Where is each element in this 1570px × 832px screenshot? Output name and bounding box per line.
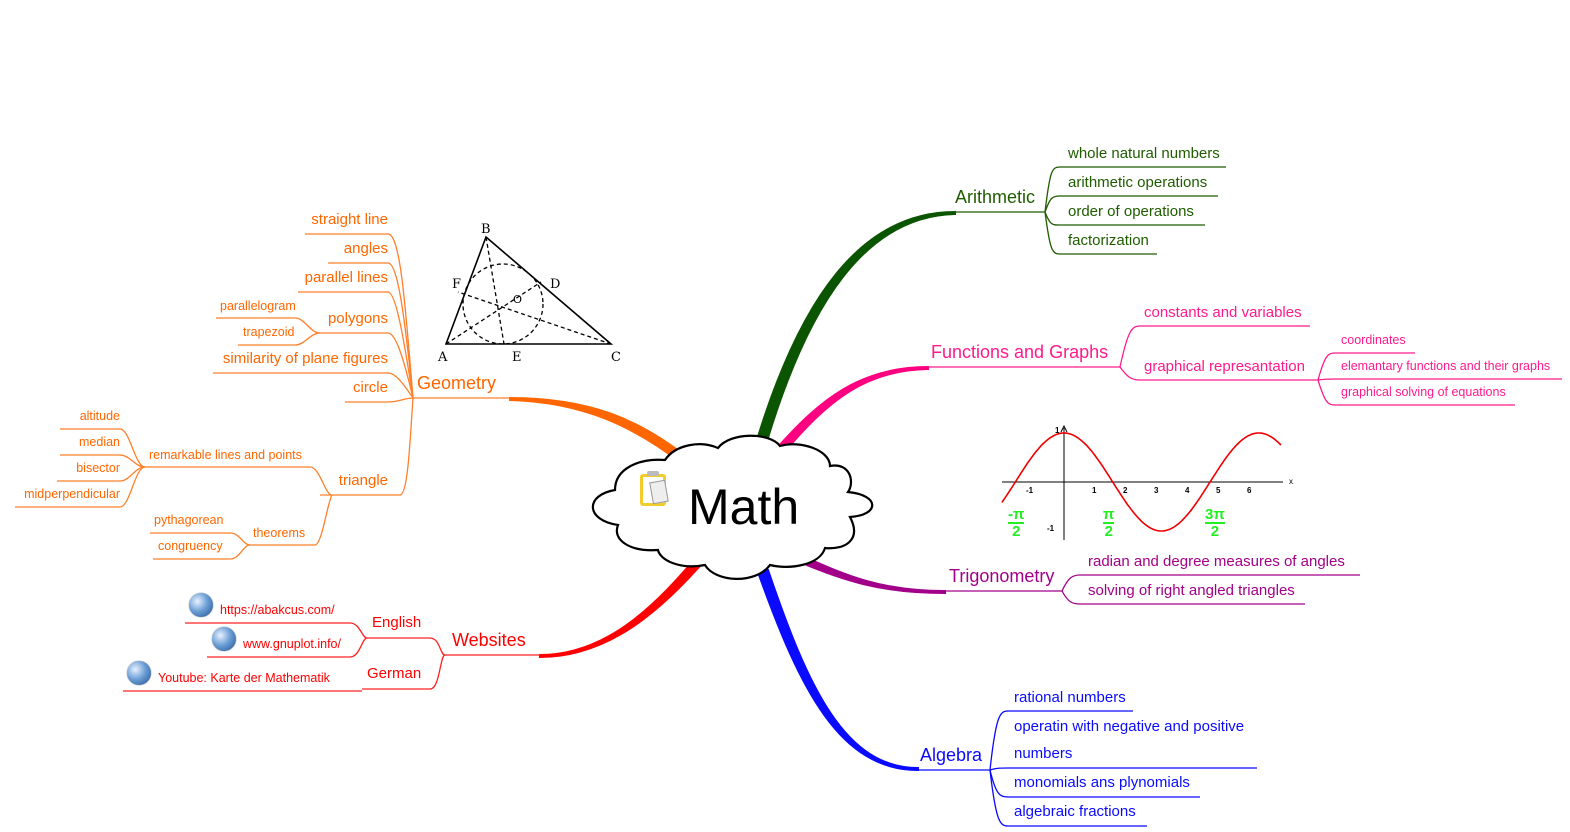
topic-congruency[interactable]: congruency — [158, 539, 223, 553]
topic-arithmetic-operations[interactable]: arithmetic operations — [1068, 174, 1208, 191]
topic-polygons[interactable]: polygons — [327, 310, 388, 327]
topic-coordinates[interactable]: coordinates — [1341, 333, 1406, 347]
branch-arithmetic-label[interactable]: Arithmetic — [955, 187, 1036, 207]
x-tick-label: 2 — [1123, 486, 1128, 495]
topic-trapezoid[interactable]: trapezoid — [243, 325, 295, 339]
link-youtube[interactable]: Youtube: Karte der Mathematik — [158, 671, 330, 685]
branch-geometry — [509, 396, 690, 464]
topic-pythagorean[interactable]: pythagorean — [154, 513, 224, 527]
topic-theorems[interactable]: theorems — [253, 526, 306, 540]
branch-arithmetic — [755, 210, 956, 443]
center-cloud — [591, 434, 874, 580]
topic-bisector[interactable]: bisector — [76, 461, 120, 475]
x-tick-label: -1 — [1026, 486, 1034, 495]
topic-radian-degree[interactable]: radian and degree measures of angles — [1088, 553, 1345, 570]
topic-monomials[interactable]: monomials ans plynomials — [1014, 774, 1190, 791]
topic-parallel-lines[interactable]: parallel lines — [304, 269, 388, 286]
x-axis-label: x — [1289, 477, 1293, 486]
topic-whole-natural-numbers[interactable]: whole natural numbers — [1068, 145, 1220, 162]
branch-algebra-label[interactable]: Algebra — [920, 745, 983, 765]
branch-trigonometry-label[interactable]: Trigonometry — [949, 566, 1055, 586]
point-label-d: D — [550, 277, 561, 292]
topic-rational-numbers[interactable]: rational numbers — [1014, 689, 1126, 706]
topic-negative-positive-cont[interactable]: numbers — [1014, 745, 1073, 762]
trigonometry-connectors — [945, 574, 1360, 605]
topic-straight-line[interactable]: straight line — [311, 211, 388, 228]
topic-angles[interactable]: angles — [343, 240, 388, 257]
sine-graph — [1001, 424, 1283, 540]
topic-remarkable-lines[interactable]: remarkable lines and points — [149, 448, 302, 462]
topic-order-of-operations[interactable]: order of operations — [1068, 203, 1194, 220]
algebra-connectors — [918, 710, 1257, 827]
geometry-connectors — [15, 233, 510, 560]
vertex-label-c: C — [611, 350, 621, 365]
topic-right-angled-triangles[interactable]: solving of right angled triangles — [1088, 582, 1295, 599]
branch-geometry-label[interactable]: Geometry — [417, 373, 497, 393]
topic-triangle[interactable]: triangle — [338, 472, 388, 489]
websites-connectors — [123, 622, 540, 692]
x-tick-label: 4 — [1185, 486, 1190, 495]
branch-websites — [539, 551, 709, 659]
topic-circle[interactable]: circle — [352, 379, 388, 396]
topic-factorization[interactable]: factorization — [1068, 232, 1149, 249]
central-topic-math[interactable]: Math — [688, 479, 800, 535]
topic-negative-positive[interactable]: operatin with negative and positive — [1014, 718, 1245, 735]
x-tick-label: 5 — [1216, 486, 1221, 495]
topic-midperpendicular[interactable]: midperpendicular — [24, 487, 120, 501]
topic-algebraic-fractions[interactable]: algebraic fractions — [1014, 803, 1136, 820]
globe-icon — [212, 627, 236, 651]
topic-similarity[interactable]: similarity of plane figures — [222, 350, 388, 367]
y-tick-label: -1 — [1047, 524, 1055, 533]
link-gnuplot[interactable]: www.gnuplot.info/ — [243, 637, 341, 651]
branch-functions — [776, 365, 929, 452]
x-tick-label: 1 — [1092, 486, 1097, 495]
cosine-curve — [1001, 432, 1282, 532]
globe-icon — [189, 593, 213, 617]
topic-constants-variables[interactable]: constants and variables — [1144, 304, 1302, 321]
topic-altitude[interactable]: altitude — [79, 409, 120, 423]
x-tick-label: 3 — [1154, 486, 1159, 495]
branch-functions-label[interactable]: Functions and Graphs — [931, 342, 1109, 362]
clipboard-icon — [640, 471, 669, 506]
topic-english[interactable]: English — [372, 614, 422, 631]
functions-connectors — [928, 325, 1562, 406]
branch-algebra — [756, 568, 919, 772]
topic-elementary-functions[interactable]: elemantary functions and their graphs — [1341, 359, 1551, 373]
point-label-e: E — [512, 350, 522, 365]
x-tick-label: 6 — [1247, 486, 1252, 495]
y-tick-label: 1 — [1055, 426, 1060, 435]
branch-websites-label[interactable]: Websites — [452, 630, 526, 650]
topic-german[interactable]: German — [367, 665, 422, 682]
point-label-o: O — [513, 293, 523, 306]
link-abakcus[interactable]: https://abakcus.com/ — [220, 603, 335, 617]
topic-graphical-solving[interactable]: graphical solving of equations — [1341, 385, 1506, 399]
vertex-label-a: A — [438, 350, 448, 365]
point-label-f: F — [452, 277, 462, 292]
topic-median[interactable]: median — [79, 435, 120, 449]
topic-parallelogram[interactable]: parallelogram — [220, 299, 296, 313]
branch-trigonometry — [795, 553, 946, 595]
arithmetic-connectors — [955, 166, 1226, 255]
triangle-figure — [444, 235, 614, 345]
globe-icon — [127, 661, 151, 685]
topic-graphical-representation[interactable]: graphical represantation — [1144, 358, 1305, 375]
vertex-label-b: B — [481, 222, 491, 237]
